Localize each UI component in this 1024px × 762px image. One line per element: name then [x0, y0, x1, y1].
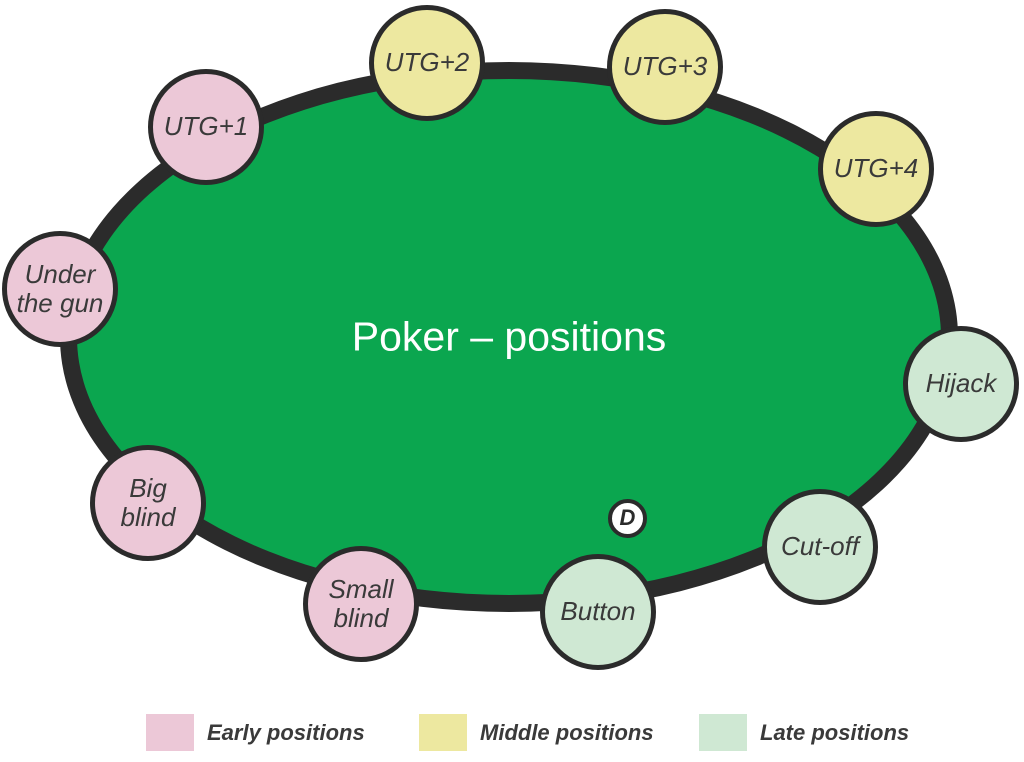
middle-positions-swatch [419, 714, 467, 751]
seat-button: Button [540, 554, 656, 670]
legend-item-early: Early positions [146, 714, 365, 751]
dealer-button: D [608, 499, 647, 538]
seat-under-the-gun: Under the gun [2, 231, 118, 347]
legend-label: Middle positions [480, 719, 654, 745]
legend-item-late: Late positions [699, 714, 909, 751]
late-positions-swatch [699, 714, 747, 751]
seat-cut-off: Cut-off [762, 489, 878, 605]
seat-label: Hijack [925, 368, 997, 399]
seat-label: UTG+2 [384, 47, 470, 78]
legend-item-middle: Middle positions [419, 714, 654, 751]
seat-label: Button [560, 596, 636, 627]
seat-utg-plus-4: UTG+4 [818, 111, 934, 227]
legend-label: Early positions [207, 719, 365, 745]
early-positions-swatch [146, 714, 194, 751]
legend-label: Late positions [760, 719, 910, 745]
seat-label: Big blind [120, 472, 176, 532]
table-title: Poker – positions [351, 313, 667, 360]
seat-utg-plus-2: UTG+2 [369, 5, 485, 121]
seat-label: Cut-off [780, 531, 860, 562]
seat-label: UTG+4 [833, 153, 919, 184]
seat-label: Small blind [328, 573, 394, 633]
seat-label: UTG+3 [622, 51, 708, 82]
seat-label: Under the gun [16, 258, 104, 318]
seat-label: UTG+1 [163, 111, 249, 142]
seat-utg-plus-3: UTG+3 [607, 9, 723, 125]
dealer-label: D [619, 504, 636, 530]
seat-hijack: Hijack [903, 326, 1019, 442]
seat-small-blind: Small blind [303, 546, 419, 662]
seat-utg-plus-1: UTG+1 [148, 69, 264, 185]
seat-big-blind: Big blind [90, 445, 206, 561]
